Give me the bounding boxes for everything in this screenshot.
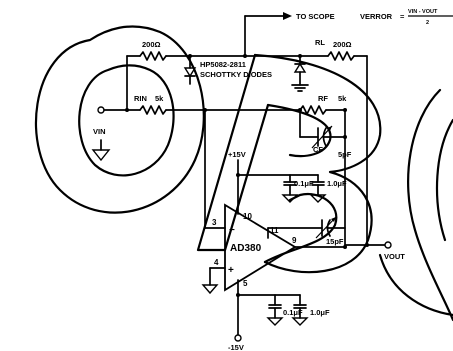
rin-name: RIN bbox=[134, 94, 147, 103]
cap-comp-value: 15pF bbox=[326, 237, 344, 246]
r-top-value: 200Ω bbox=[142, 40, 161, 49]
rf-value: 5k bbox=[338, 94, 347, 103]
pin-9: 9 bbox=[292, 236, 297, 245]
rl-value: 200Ω bbox=[333, 40, 352, 49]
cap-top-2-value: 1.0μF bbox=[327, 179, 347, 188]
verror-numerator: VIN - VOUT bbox=[408, 9, 438, 15]
rin-value: 5k bbox=[155, 94, 164, 103]
rf-name: RF bbox=[318, 94, 328, 103]
labels: TO SCOPE VERROR = VIN - VOUT 2 200Ω RL 2… bbox=[93, 9, 453, 351]
vout-label: VOUT bbox=[384, 252, 405, 261]
rl-name: RL bbox=[315, 38, 325, 47]
pin-10: 10 bbox=[243, 212, 252, 221]
to-scope-label: TO SCOPE bbox=[296, 12, 335, 21]
verror-denominator: 2 bbox=[426, 20, 429, 26]
schottky-diodes bbox=[183, 55, 309, 92]
opamp-plus-sign: + bbox=[228, 265, 234, 276]
pin-4: 4 bbox=[214, 258, 219, 267]
scope-connection bbox=[244, 12, 292, 57]
cap-bot-2-value: 1.0μF bbox=[310, 308, 330, 317]
opamp-ad380 bbox=[201, 108, 392, 342]
diodes-part-number: HP5082-2811 bbox=[200, 60, 246, 69]
cf-name: CF bbox=[313, 145, 323, 154]
diodes-description: SCHOTTKY DIODES bbox=[200, 70, 272, 79]
opamp-minus-sign: − bbox=[229, 225, 235, 236]
pos-supply-label: +15V bbox=[228, 150, 246, 159]
vin-label: VIN bbox=[93, 127, 106, 136]
pin-3: 3 bbox=[212, 218, 217, 227]
pin-11: 11 bbox=[270, 226, 279, 235]
verror-label: VERROR bbox=[360, 12, 393, 21]
cap-bot-1-value: 0.1μF bbox=[283, 308, 303, 317]
cap-top-1-value: 0.1μF bbox=[294, 179, 314, 188]
neg-supply-label: -15V bbox=[228, 343, 244, 351]
cf-value: 5pF bbox=[338, 150, 352, 159]
watermark-overlay bbox=[34, 25, 453, 322]
opamp-name: AD380 bbox=[230, 243, 262, 254]
verror-equals: = bbox=[400, 12, 405, 21]
input-section bbox=[91, 105, 301, 162]
pin-5: 5 bbox=[243, 279, 248, 288]
